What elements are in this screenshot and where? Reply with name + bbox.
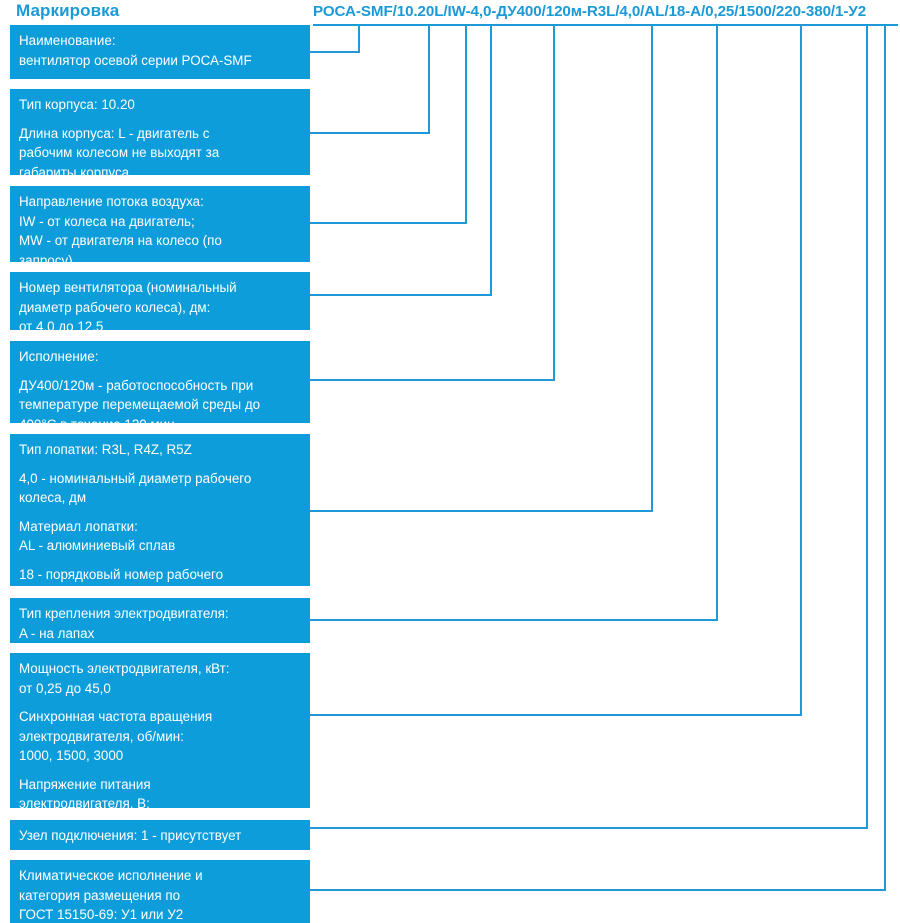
info-block-uzel-podklyucheniya: Узел подключения: 1 - присутствует — [10, 820, 310, 850]
leader-line-nomer-v — [490, 26, 492, 296]
leader-line-nomer-h — [310, 294, 492, 296]
block-line: Мощность электродвигателя, кВт: от 0,25 … — [19, 661, 230, 696]
info-block-klimaticheskoe-ispolnenie: Климатическое исполнение и категория раз… — [10, 860, 310, 923]
leader-line-moshchnost-h — [310, 714, 802, 716]
block-line: Номер вентилятора (номинальный диаметр р… — [19, 280, 237, 334]
leader-line-napravlenie-h — [310, 222, 467, 224]
product-code-string: РОСА-SMF/10.20L/IW-4,0-ДУ400/120м-R3L/4,… — [313, 3, 867, 20]
block-line: ДУ400/120м - работоспособность при темпе… — [19, 377, 261, 432]
leader-line-tip-korpusa-h — [310, 132, 430, 134]
block-line: Наименование: вентилятор осевой серии РО… — [19, 33, 252, 68]
block-line: Тип корпуса: 10.20 — [19, 97, 135, 112]
leader-line-naimenovanie-v — [358, 26, 360, 53]
info-block-tip-lopatki: Тип лопатки: R3L, R4Z, R5Z 4,0 - номинал… — [10, 434, 310, 601]
info-block-tip-korpusa: Тип корпуса: 10.20 Длина корпуса: L - дв… — [10, 89, 310, 180]
leader-line-napravlenie-v — [465, 26, 467, 224]
code-underline — [313, 24, 898, 26]
leader-line-moshchnost-v — [800, 26, 802, 716]
info-block-nomer-ventilyatora: Номер вентилятора (номинальный диаметр р… — [10, 272, 310, 334]
leader-line-klimaticheskoe-h — [310, 889, 886, 891]
info-block-ispolnenie: Исполнение: ДУ400/120м - работоспособнос… — [10, 341, 310, 432]
info-block-moshchnost: Мощность электродвигателя, кВт: от 0,25 … — [10, 653, 310, 831]
info-block-napravlenie-potoka: Направление потока воздуха: IW - от коле… — [10, 186, 310, 268]
leader-line-naimenovanie-h — [310, 51, 360, 53]
block-line: Исполнение: — [19, 349, 99, 364]
block-line: 4,0 - номинальный диаметр рабочего колес… — [19, 470, 252, 506]
leader-line-uzel-h — [310, 827, 868, 829]
leader-line-tip-krepleniya-h — [310, 619, 718, 621]
block-line: Материал лопатки: AL - алюминиевый сплав — [19, 518, 176, 554]
leader-line-klimaticheskoe-v — [884, 26, 886, 891]
block-line: Синхронная частота вращения электродвига… — [19, 709, 213, 763]
block-line: Длина корпуса: L - двигатель с рабочим к… — [19, 125, 220, 180]
page-title: Маркировка — [16, 1, 120, 20]
leader-line-tip-krepleniya-v — [716, 26, 718, 621]
leader-line-tip-lopatki-v — [651, 26, 653, 512]
block-line: Узел подключения: 1 - присутствует — [19, 828, 242, 843]
info-block-tip-krepleniya: Тип крепления электродвигателя: A - на л… — [10, 598, 310, 643]
leader-line-tip-lopatki-h — [310, 510, 653, 512]
leader-line-uzel-v — [866, 26, 868, 829]
block-line: 18 - порядковый номер рабочего колеса — [19, 566, 224, 602]
block-line: Тип лопатки: R3L, R4Z, R5Z — [19, 442, 192, 457]
leader-line-ispolnenie-v — [553, 26, 555, 381]
leader-line-tip-korpusa-v — [428, 26, 430, 134]
block-line: Тип крепления электродвигателя: A - на л… — [19, 606, 229, 641]
info-block-naimenovanie: Наименование: вентилятор осевой серии РО… — [10, 25, 310, 79]
leader-line-ispolnenie-h — [310, 379, 555, 381]
block-line: Направление потока воздуха: IW - от коле… — [19, 194, 222, 268]
block-line: Климатическое исполнение и категория раз… — [19, 868, 203, 922]
